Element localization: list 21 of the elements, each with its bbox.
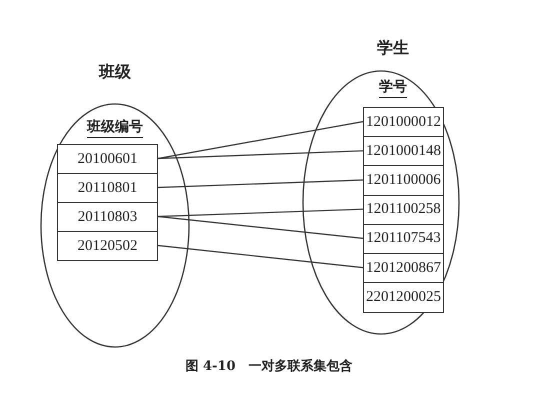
set-title: 学生 [377,38,409,59]
connector-line [158,216,364,239]
value-cell: 1201200867 [363,253,444,284]
attribute-heading: 学号 [379,78,407,98]
value-cell: 20110803 [57,202,158,232]
value-cell: 20110801 [57,173,158,204]
value-cell: 20120502 [57,231,158,262]
value-cell: 1201107543 [363,224,444,254]
connector-line [158,121,364,160]
connector-line [158,150,364,160]
value-cell: 1201000012 [363,107,444,138]
value-cell: 1201000148 [363,136,444,167]
value-cell: 1201100258 [363,194,444,225]
value-cell: 20100601 [57,144,158,174]
connector-line [158,244,364,268]
attribute-heading: 班级编号 [87,118,143,138]
connector-line [158,179,364,188]
value-cell: 1201100006 [363,165,444,196]
value-cell: 2201200025 [363,282,444,313]
figure-caption: 图 4-10 一对多联系集包含 [185,358,353,375]
set-title: 班级 [99,62,131,83]
